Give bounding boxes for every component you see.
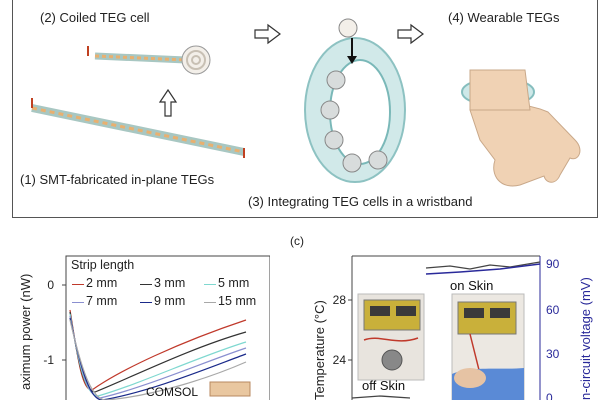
wristband-illustration: [304, 18, 406, 183]
y-tick-left: 24: [333, 353, 347, 367]
up-arrow-icon: [158, 88, 178, 117]
on-skin-annotation: on Skin: [450, 278, 493, 293]
y-tick-right: 0: [546, 391, 553, 400]
legend-swatch: [204, 302, 216, 303]
series-line-15mm: [69, 319, 247, 400]
y-tick-right: 30: [546, 347, 560, 361]
voltage-trace: [425, 263, 541, 275]
y-tick-right: 90: [546, 257, 560, 271]
panel-c-label: (c): [290, 234, 304, 248]
schematic-panel: [12, 0, 598, 218]
right-arrow-icon: [397, 23, 424, 45]
legend-swatch: [72, 284, 84, 285]
y-axis-label: aximum power (nW): [18, 274, 33, 390]
y-tick-right: 60: [546, 303, 560, 317]
legend-entry: 15 mm: [218, 294, 257, 308]
comsol-annotation: COMSOL: [146, 385, 198, 399]
legend-entry: 7 mm: [86, 294, 118, 308]
in-plane-teg-strip: [31, 98, 245, 158]
legend-swatch: [140, 284, 152, 285]
series-line-2mm: [69, 309, 247, 391]
chart-temperature-voltage: Temperature (°C) n-circuit voltage (mV) …: [312, 255, 593, 400]
legend-swatch: [140, 302, 152, 303]
schematic-illustrations: [31, 18, 581, 187]
legend-entry: 9 mm: [154, 294, 186, 308]
legend-entry: 5 mm: [218, 276, 250, 290]
y-axis-left-label: Temperature (°C): [312, 300, 327, 400]
hand-with-band-illustration: [461, 69, 581, 187]
legend-swatch: [72, 302, 84, 303]
right-arrow-icon: [254, 23, 281, 45]
comsol-inset-image: [209, 381, 251, 397]
label-integrating: (3) Integrating TEG cells in a wristband: [248, 194, 473, 209]
label-smt-fabricated: (1) SMT-fabricated in-plane TEGs: [20, 172, 215, 187]
chart-max-power: aximum power (nW) 0 -1 COMSOL: [18, 255, 270, 400]
off-skin-photo: [357, 293, 425, 381]
legend-title: Strip length: [71, 258, 135, 272]
label-wearable-tegs: (4) Wearable TEGs: [448, 10, 560, 25]
off-skin-annotation: off Skin: [362, 378, 405, 393]
y-tick-left: 28: [333, 293, 347, 307]
legend-entry: 2 mm: [86, 276, 118, 290]
legend-swatch: [204, 284, 216, 285]
coiled-teg-strip: [87, 45, 211, 75]
legend: 2 mm 3 mm 5 mm 7 mm 9 mm 15 mm: [70, 276, 270, 312]
y-tick-label: 0: [47, 278, 54, 292]
temperature-trace-off: [351, 395, 411, 399]
y-axis-right-label: n-circuit voltage (mV): [578, 277, 593, 400]
legend-entry: 3 mm: [154, 276, 186, 290]
label-coiled-teg: (2) Coiled TEG cell: [40, 10, 150, 25]
temperature-trace: [425, 261, 541, 270]
on-skin-photo: [451, 293, 525, 400]
y-tick-label: -1: [43, 353, 54, 367]
